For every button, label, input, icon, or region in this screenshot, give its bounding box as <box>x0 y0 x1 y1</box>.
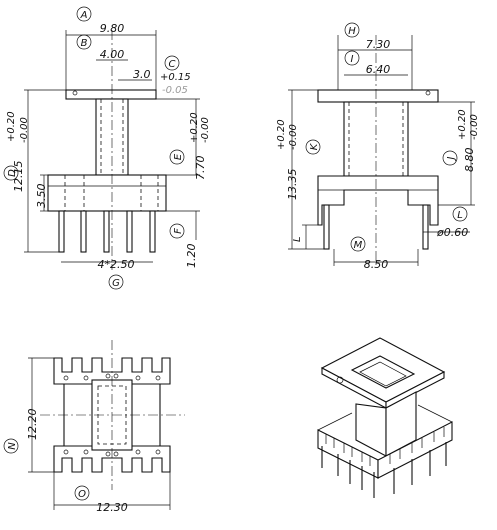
dim-b-value: 4.00 <box>100 48 125 61</box>
dim-h-value: 7.30 <box>366 38 391 51</box>
dim-d-tol-minus: -0.00 <box>19 117 30 143</box>
dim-c-tol-minus: -0.05 <box>162 85 188 96</box>
label-e: E <box>173 153 184 160</box>
dim-m-value: 8.50 <box>364 258 389 271</box>
dim-k-value: 13.35 <box>286 169 299 201</box>
label-g: G <box>112 278 120 289</box>
label-d: D <box>7 169 18 177</box>
dim-n-value: 12.20 <box>26 409 39 441</box>
dim-e-value: 7.70 <box>194 156 207 181</box>
isometric-view <box>317 337 453 498</box>
label-j: J <box>446 156 457 161</box>
dim-e-tol-minus: -0.00 <box>200 117 211 143</box>
small-l: L <box>292 236 303 242</box>
dim-350-value: 3.50 <box>35 184 48 209</box>
label-m: M <box>354 240 363 251</box>
dim-f-value: 1.20 <box>185 244 198 269</box>
label-l: L <box>457 210 463 221</box>
dim-i-value: 6.40 <box>366 63 391 76</box>
top-view: 12.20 N 12.30 O <box>3 340 185 514</box>
label-b: B <box>81 38 88 49</box>
dim-e-tol-plus: +0.20 <box>189 112 200 143</box>
dim-l-value: ø0.60 <box>436 226 468 239</box>
dim-o-value: 12.30 <box>96 501 128 514</box>
label-a: A <box>80 10 88 21</box>
label-n: N <box>7 442 18 450</box>
label-f: F <box>173 228 184 234</box>
dim-d-value: 12.15 <box>12 161 25 193</box>
label-i: I <box>351 54 354 65</box>
front-view: 9.80 A 4.00 B 3.0 +0.15 -0.05 C 12.15 +0… <box>3 6 211 290</box>
dim-c-value: 3.0 <box>133 68 151 81</box>
side-view: 7.30 H 6.40 I 13.35 +0.20 -0.00 K L 8.80… <box>276 22 480 271</box>
dim-k-tol-minus: -0.00 <box>288 124 299 150</box>
dim-c-tol-plus: +0.15 <box>160 72 191 83</box>
label-o: O <box>78 489 86 500</box>
label-c: C <box>169 59 176 70</box>
dim-g-value: 4*2.50 <box>98 258 135 271</box>
dim-a-value: 9.80 <box>100 22 125 35</box>
dim-k-tol-plus: +0.20 <box>276 119 287 150</box>
dim-j-tol-minus: -0.00 <box>469 114 480 140</box>
dim-d-tol-plus: +0.20 <box>6 111 17 142</box>
dim-j-tol-plus: +0.20 <box>457 109 468 140</box>
label-k: K <box>309 142 320 150</box>
dim-j-value: 8.80 <box>463 148 476 173</box>
label-h: H <box>348 26 356 37</box>
